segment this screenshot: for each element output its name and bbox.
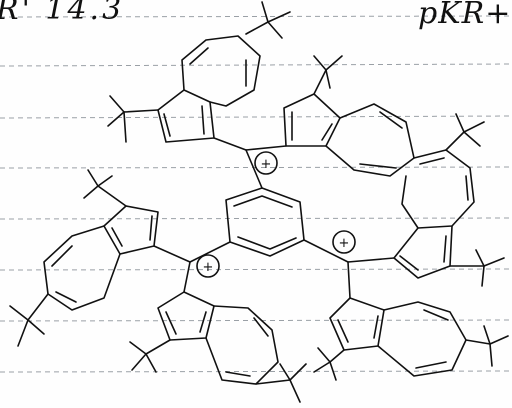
cation-right — [303, 230, 395, 299]
handwritten-label-left: R' 14.3 — [0, 0, 125, 27]
cation-top — [213, 137, 287, 189]
charge-symbol-top: + — [261, 157, 272, 172]
azulene-bottom-right — [313, 297, 509, 381]
handwritten-label-right: pKR+ — [418, 0, 512, 31]
charge-symbol-right: + — [339, 236, 350, 251]
cation-left — [153, 241, 231, 293]
central-benzene-ring — [225, 187, 305, 257]
charge-symbol-left: + — [203, 260, 214, 275]
azulene-bottom-left — [129, 291, 307, 403]
azulene-top-left — [107, 1, 291, 143]
azulene-left — [9, 169, 159, 347]
azulene-right — [393, 113, 505, 287]
azulene-top-right — [283, 55, 415, 177]
